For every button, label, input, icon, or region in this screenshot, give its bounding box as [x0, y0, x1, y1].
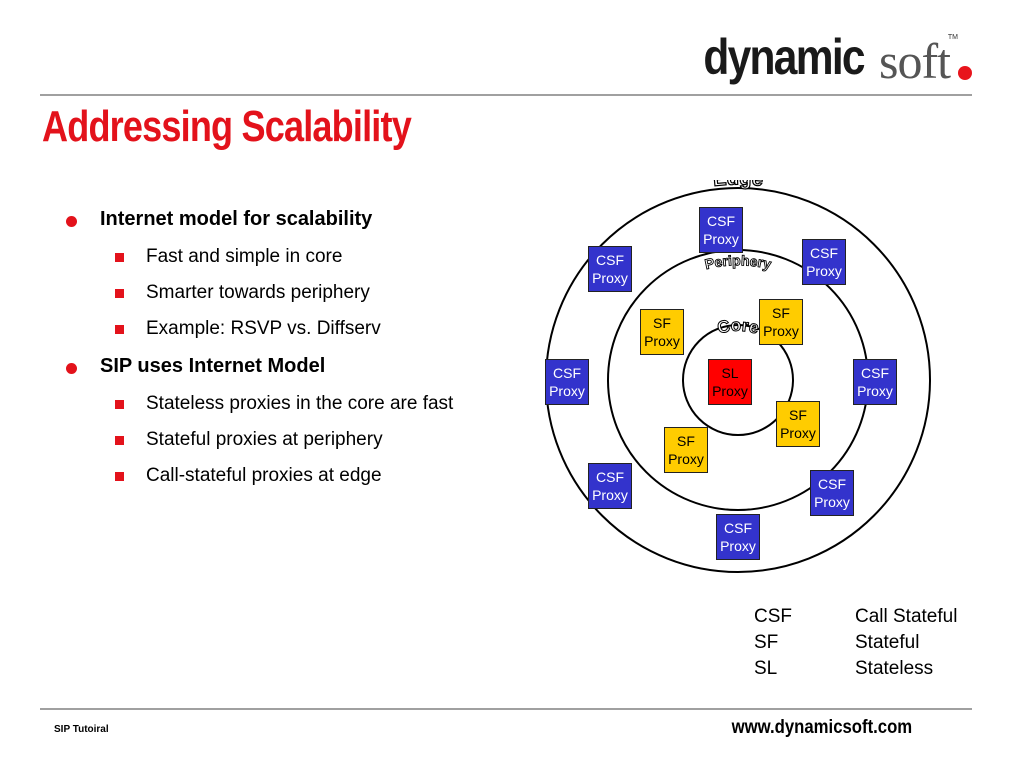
legend-abbr: CSF: [754, 606, 792, 627]
edge-label: Edge: [712, 180, 764, 191]
company-logo: dynamic soft TM: [672, 28, 972, 89]
logo-red-dot: [958, 66, 972, 80]
bullet-square-icon: [115, 325, 124, 334]
logo-trademark: TM: [947, 34, 958, 41]
bullet-level2: Example: RSVP vs. Diffserv: [60, 317, 500, 341]
legend-meaning: Stateless: [855, 658, 934, 679]
legend-meaning: Call Stateful: [855, 606, 958, 627]
legend-abbr: SF: [754, 632, 779, 653]
bullet-text: Call-stateful proxies at edge: [146, 465, 382, 486]
bullet-level1: Internet model for scalability: [60, 208, 500, 231]
bullet-square-icon: [115, 472, 124, 481]
bullet-level2: Smarter towards periphery: [60, 281, 500, 305]
logo-bold-text: dynamic: [703, 29, 865, 85]
bullet-text: Internet model for scalability: [100, 208, 373, 230]
bullet-square-icon: [115, 400, 124, 409]
bullet-level2: Fast and simple in core: [60, 245, 500, 269]
legend-row: SL Stateless: [754, 656, 957, 682]
bullet-dot-icon: [66, 216, 77, 227]
footer-tutorial-label: SIP Tutoiral: [54, 724, 109, 735]
bullet-square-icon: [115, 436, 124, 445]
top-divider: [40, 94, 972, 96]
legend-row: CSF Call Stateful: [754, 604, 957, 630]
footer-website-url: www.dynamicsoft.com: [731, 717, 912, 738]
bullet-level1: SIP uses Internet Model: [60, 355, 500, 378]
bullet-level2: Stateful proxies at periphery: [60, 428, 500, 452]
legend-meaning: Stateful: [855, 632, 920, 653]
logo-light-text: soft: [879, 33, 951, 89]
bullet-level2: Call-stateful proxies at edge: [60, 464, 500, 488]
abbreviation-legend: CSF Call Stateful SF Stateful SL Stateless: [754, 604, 957, 682]
bullet-text: Example: RSVP vs. Diffserv: [146, 318, 381, 339]
bullet-square-icon: [115, 289, 124, 298]
bullet-text: Stateful proxies at periphery: [146, 429, 383, 450]
bullet-list: Internet model for scalability Fast and …: [60, 204, 500, 488]
bottom-divider: [40, 708, 972, 710]
slide-title: Addressing Scalability: [42, 102, 412, 151]
core-label: Core: [716, 316, 761, 338]
legend-abbr: SL: [754, 658, 778, 679]
bullet-text: SIP uses Internet Model: [100, 355, 326, 377]
bullet-square-icon: [115, 253, 124, 262]
bullet-text: Fast and simple in core: [146, 246, 343, 267]
periphery-label: Periphery: [703, 252, 773, 272]
legend-row: SF Stateful: [754, 630, 957, 656]
bullet-text: Smarter towards periphery: [146, 282, 370, 303]
bullet-text: Stateless proxies in the core are fast: [146, 393, 454, 414]
bullet-level2: Stateless proxies in the core are fast: [60, 392, 500, 416]
bullet-dot-icon: [66, 363, 77, 374]
core-ring: [682, 324, 794, 436]
